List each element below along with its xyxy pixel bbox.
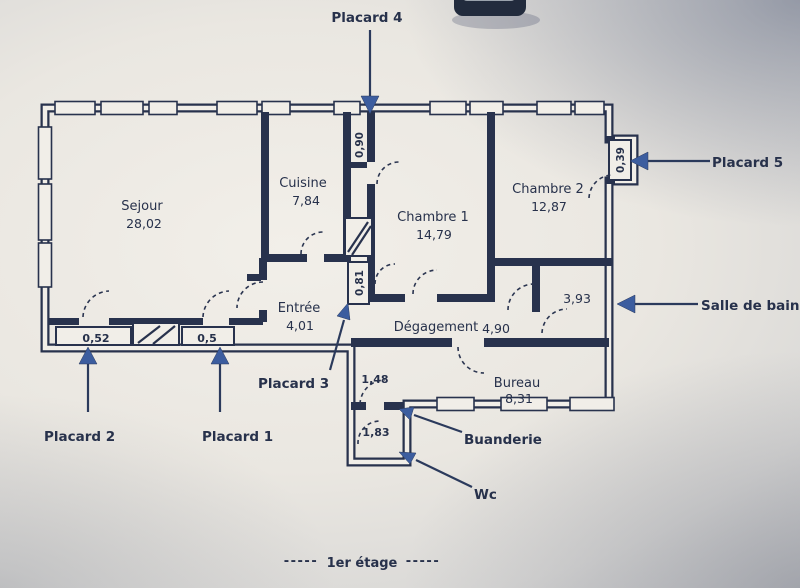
room-label-bureau: Bureau <box>494 376 540 391</box>
callout-placard-1-label: Placard 1 <box>202 429 273 445</box>
callout-placard-1: Placard 1 <box>202 346 273 445</box>
room-area-chambre2: 12,87 <box>531 199 567 214</box>
dim-placard-2: 0,52 <box>82 332 109 345</box>
placard-2-box <box>55 326 132 346</box>
dim-placard-4: 0,90 <box>354 132 366 158</box>
dim-placard-5: 0,39 <box>615 147 627 173</box>
room-labels: Sejour 28,02 Cuisine 7,84 Chambre 1 14,7… <box>121 176 591 439</box>
room-label-entree: Entrée <box>278 301 321 316</box>
callout-buanderie-label: Buanderie <box>464 432 542 448</box>
room-label-sejour: Sejour <box>121 199 163 214</box>
arrow-up-icon <box>78 346 98 365</box>
callout-placard-2: Placard 2 <box>44 346 115 445</box>
caption-dashes-right: ----- <box>406 554 440 569</box>
closet-boxes <box>55 139 632 346</box>
room-area-wc: 1,83 <box>362 426 389 439</box>
caption-dashes-left: ----- <box>284 554 318 569</box>
arrow-up-left-icon <box>398 406 415 421</box>
arrow-left-icon <box>616 294 636 314</box>
callout-placard-3-label: Placard 3 <box>258 376 329 392</box>
callout-salle-de-bain-label: Salle de bain <box>701 298 799 314</box>
placard-5-box <box>608 139 632 181</box>
callout-buanderie: Buanderie <box>398 406 542 448</box>
windows <box>37 100 615 412</box>
callout-wc-label: Wc <box>474 487 497 503</box>
arrow-up-icon <box>210 346 230 365</box>
floor-caption: ----- 1er étage ----- <box>284 554 440 571</box>
dim-placard-1: 0,5 <box>197 332 217 345</box>
caption-label: 1er étage <box>327 556 398 571</box>
arrow-up-left-icon <box>398 451 417 465</box>
callout-placard-5-label: Placard 5 <box>712 155 783 171</box>
arrow-left-icon <box>629 151 649 171</box>
callout-wc: Wc <box>398 451 497 503</box>
callout-placard-2-label: Placard 2 <box>44 429 115 445</box>
room-area-salle-de-bain: 3,93 <box>563 291 591 306</box>
room-label-chambre2: Chambre 2 <box>512 182 584 197</box>
door-arcs <box>82 161 612 445</box>
closet-dimensions: 0,52 0,5 0,90 0,81 0,39 <box>82 132 627 345</box>
room-area-chambre1: 14,79 <box>416 227 452 242</box>
room-area-entree: 4,01 <box>286 318 314 333</box>
room-label-chambre1: Chambre 1 <box>397 210 469 225</box>
hatch-box-sejour <box>132 322 180 346</box>
callout-salle-de-bain: Salle de bain <box>616 294 799 314</box>
callout-placard-4-label: Placard 4 <box>331 10 402 26</box>
callout-placard-5: Placard 5 <box>629 151 783 171</box>
room-label-cuisine: Cuisine <box>279 176 327 191</box>
room-area-degagement: 4,90 <box>482 321 510 336</box>
room-area-buanderie: 1,48 <box>361 373 388 386</box>
arrow-down-icon <box>360 95 380 115</box>
photo-artifact-object <box>452 0 540 29</box>
room-label-degagement: Dégagement <box>394 320 478 335</box>
callout-placard-3: Placard 3 <box>258 302 351 392</box>
room-area-sejour: 28,02 <box>126 216 162 231</box>
callout-placard-4: Placard 4 <box>331 10 403 115</box>
room-area-cuisine: 7,84 <box>292 193 320 208</box>
dim-placard-3: 0,81 <box>354 270 366 296</box>
room-area-bureau: 8,31 <box>505 391 533 406</box>
placard-1-box <box>181 326 235 346</box>
arrow-up-right-icon <box>336 302 351 321</box>
placard-3-box <box>347 261 370 305</box>
callout-arrows: Placard 4 Placard 5 Salle de bain Placar… <box>44 10 799 503</box>
